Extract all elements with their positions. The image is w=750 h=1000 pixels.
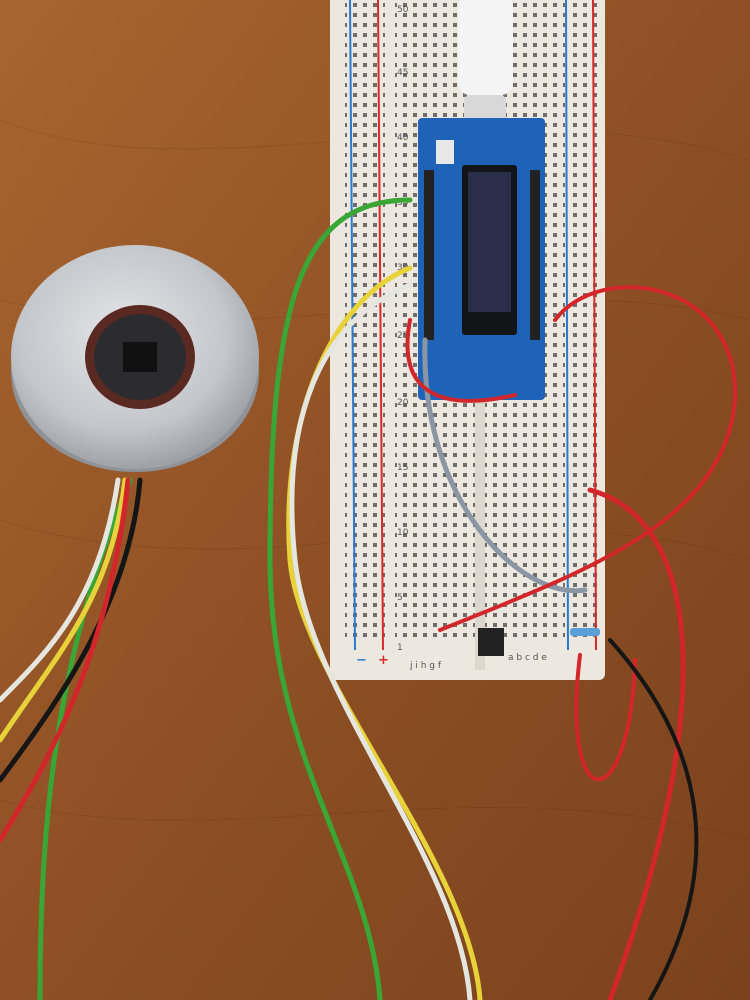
yellow-wire-sensor — [0, 477, 128, 743]
white-wire-sensor — [0, 477, 121, 703]
red-jumper — [405, 318, 517, 403]
plus-rail-label: + — [378, 653, 389, 668]
row-numbers: 50 45 40 35 30 25 20 15 10 5 1 — [397, 5, 409, 653]
resistor — [570, 628, 600, 636]
white-wire — [289, 282, 473, 1000]
board-button — [436, 140, 454, 164]
black-wire-sensor — [0, 477, 143, 783]
wires — [0, 197, 738, 1000]
row-number: 1 — [397, 643, 403, 653]
row-number: 5 — [397, 593, 403, 603]
row-number: 40 — [397, 133, 409, 143]
columns-left-label: j i h g f — [409, 661, 442, 671]
gray-wire — [422, 337, 588, 594]
row-number: 30 — [397, 263, 409, 273]
yellow-wire — [286, 265, 483, 1000]
green-wire — [267, 197, 413, 1000]
aluminum-sensor-disc — [11, 245, 259, 472]
red-wire-sensor — [0, 477, 131, 843]
black-wire — [608, 638, 699, 1000]
red-wire-right — [587, 487, 686, 1000]
row-number: 15 — [397, 463, 408, 473]
red-wire-long — [438, 285, 738, 632]
row-number: 35 — [397, 198, 408, 208]
row-number: 45 — [397, 68, 408, 78]
red-wire-loop — [574, 653, 637, 782]
sensor-chip — [123, 342, 157, 372]
row-number: 10 — [397, 528, 409, 538]
minus-rail-label: − — [356, 653, 367, 668]
columns-right-label: a b c d e — [508, 653, 547, 663]
row-number: 25 — [397, 331, 408, 341]
pushbutton — [478, 628, 504, 656]
row-number: 50 — [397, 5, 409, 15]
row-number: 20 — [397, 398, 409, 408]
microcontroller-board — [418, 118, 545, 400]
